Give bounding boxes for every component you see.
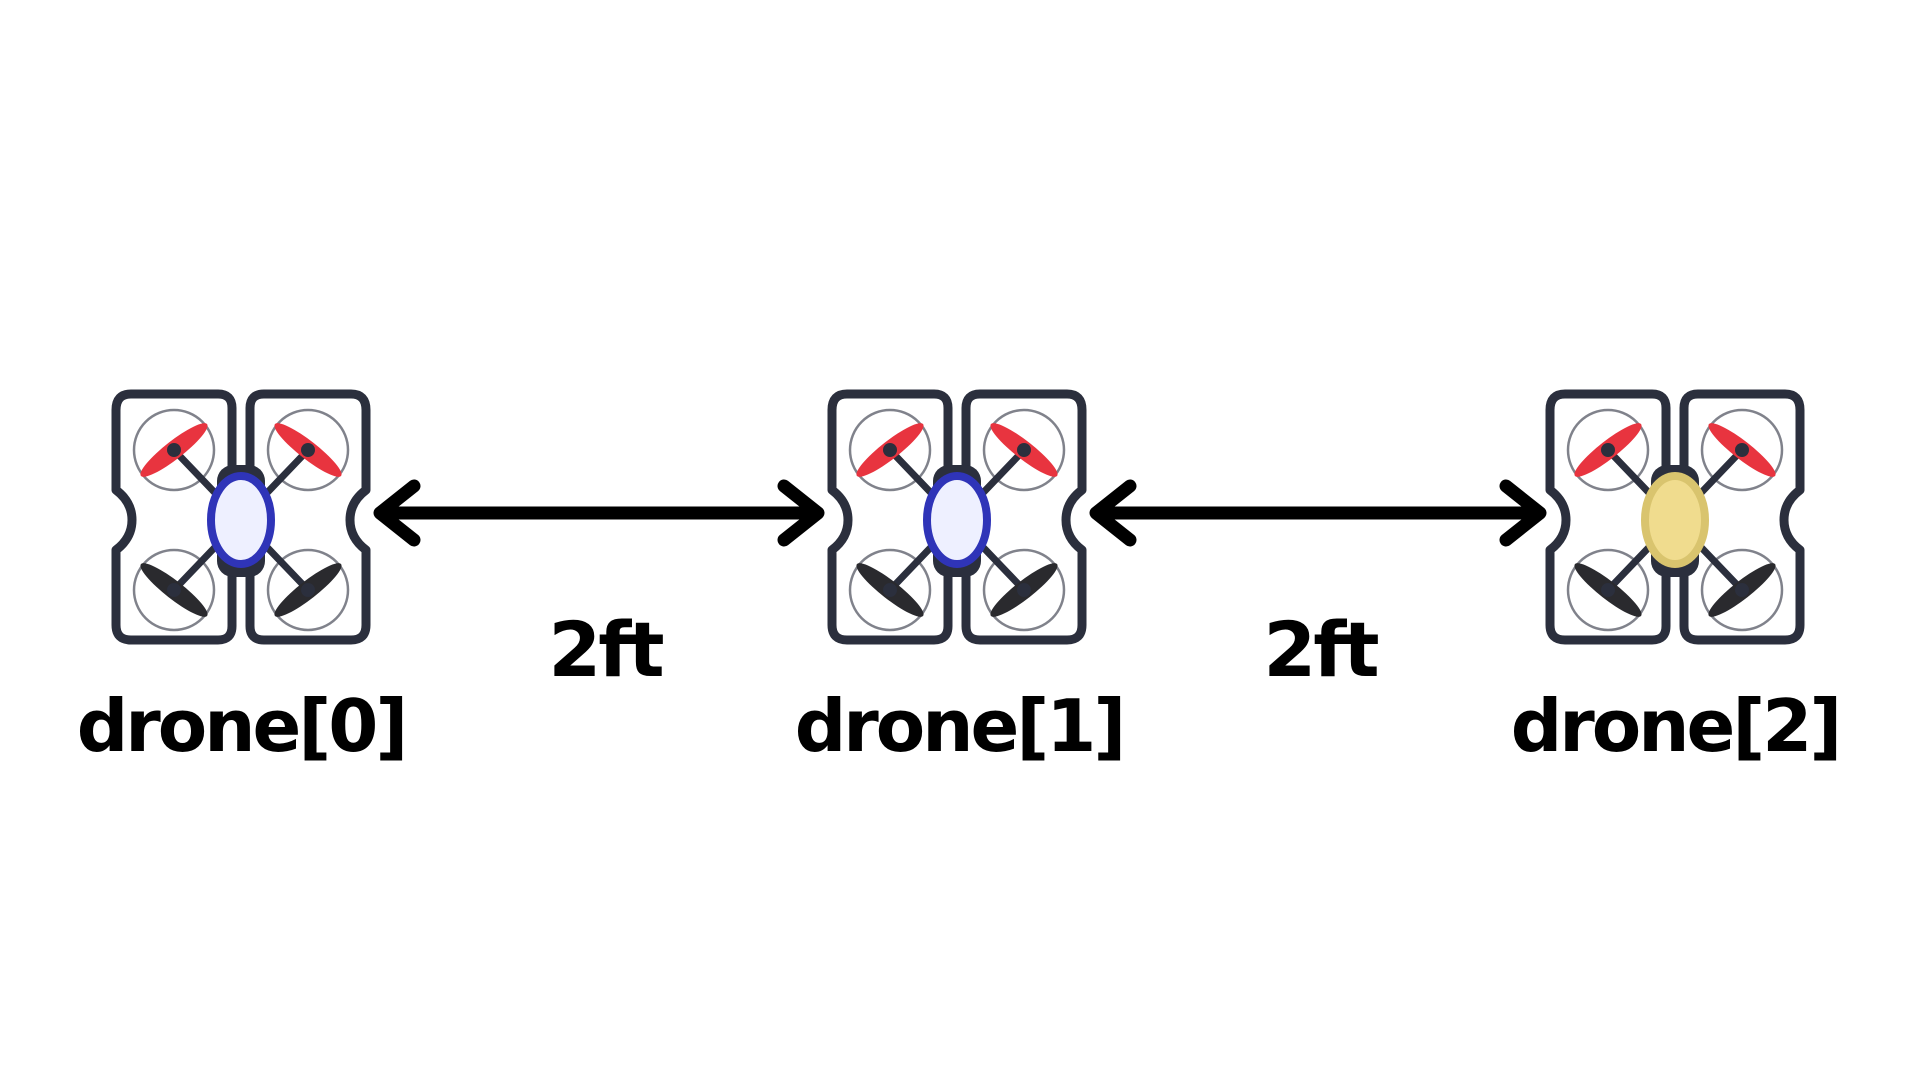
drone-frame — [111, 389, 371, 645]
drone-1-image — [827, 389, 1087, 645]
drone-0-label: drone[0] — [76, 684, 409, 768]
motor-hubs — [883, 443, 1031, 597]
drone-frame — [827, 389, 1087, 645]
drone-0-image — [111, 389, 371, 645]
drone-1-label: drone[1] — [794, 684, 1127, 768]
distance-label-1-2: 2ft — [1263, 605, 1379, 694]
distance-label-0-1: 2ft — [548, 605, 664, 694]
distance-arrow-1-2 — [1089, 479, 1547, 547]
distance-arrow-0-1 — [373, 479, 825, 547]
drone-frame — [1545, 389, 1805, 645]
motor-hubs — [167, 443, 315, 597]
drone-2-image — [1545, 389, 1805, 645]
drone-body-shell — [207, 472, 275, 568]
drone-2-label: drone[2] — [1510, 684, 1843, 768]
drone-body-shell — [1641, 472, 1709, 568]
drone-body-shell — [923, 472, 991, 568]
motor-hubs — [1601, 443, 1749, 597]
